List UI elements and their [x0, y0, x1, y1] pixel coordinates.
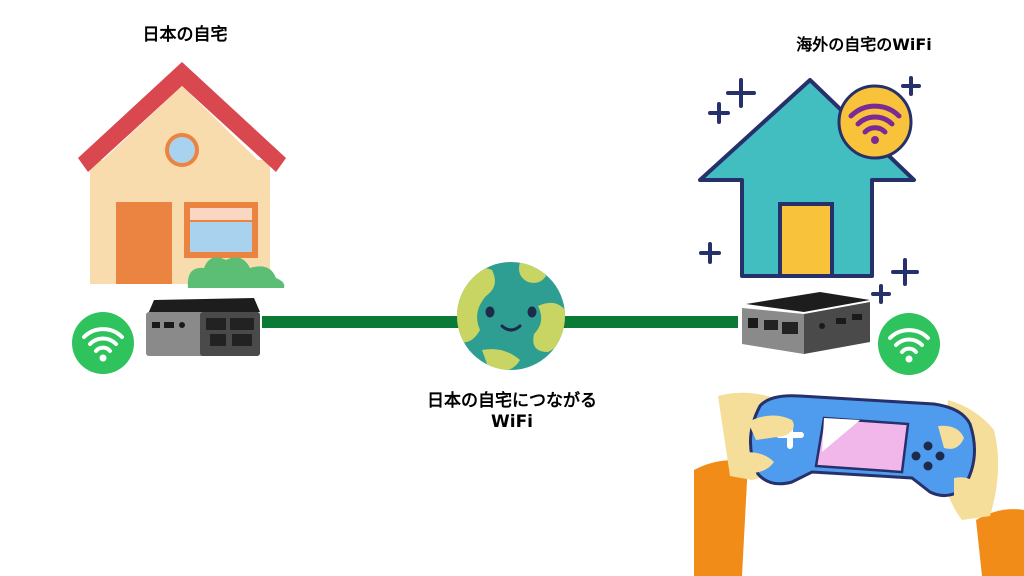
router-left-icon	[146, 298, 260, 356]
caption-line-1: 日本の自宅につながる	[427, 391, 597, 411]
wifi-left-icon	[72, 312, 134, 374]
house-japan-icon	[78, 62, 286, 290]
wifi-right-icon	[878, 313, 940, 375]
caption-line-2: WiFi	[490, 412, 534, 433]
sparkle-icon	[699, 76, 921, 304]
wifi-overseas-badge-icon	[837, 84, 913, 160]
label-japan-home: 日本の自宅	[142, 25, 228, 45]
game-console-icon	[694, 392, 1024, 576]
connection-line-left	[262, 316, 462, 328]
router-right-icon	[742, 292, 870, 354]
label-overseas-home-wifi: 海外の自宅のWiFi	[796, 35, 932, 54]
globe-face-icon	[457, 262, 565, 370]
connection-line-right	[560, 316, 738, 328]
caption-connect-japan-wifi: 日本の自宅につながる WiFi	[427, 391, 597, 434]
